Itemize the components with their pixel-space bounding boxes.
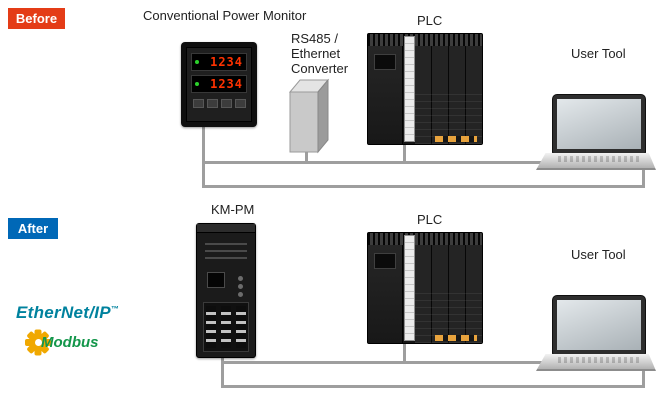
cable-segment xyxy=(305,148,308,164)
converter-label-line: RS485 / xyxy=(291,31,338,46)
plc-connector-tabs xyxy=(435,335,477,341)
monitor-display-top: 1234 xyxy=(191,53,247,71)
plc-label-stripe xyxy=(404,36,415,142)
monitor-led-icon xyxy=(195,60,199,64)
plc-cpu-unit xyxy=(368,46,403,144)
trademark-symbol: ™ xyxy=(110,304,120,314)
laptop-screen xyxy=(552,295,646,355)
plc-device-after xyxy=(367,232,483,344)
monitor-display-bottom: 1234 xyxy=(191,75,247,93)
laptop-device-after xyxy=(536,295,656,371)
after-badge: After xyxy=(8,218,58,239)
user-tool-label-after: User Tool xyxy=(571,247,626,262)
converter-label-line: Ethernet xyxy=(291,46,341,61)
laptop-keyboard-base xyxy=(536,153,656,170)
cable-segment xyxy=(403,140,406,164)
plc-label-stripe xyxy=(404,235,415,341)
before-badge: Before xyxy=(8,8,65,29)
cable-segment xyxy=(221,354,224,388)
user-tool-label-before: User Tool xyxy=(571,46,626,61)
plc-io-modules xyxy=(415,245,482,343)
laptop-display-panel xyxy=(557,99,641,149)
cable-segment xyxy=(403,340,406,364)
monitor-digits-bottom: 1234 xyxy=(210,77,243,91)
power-monitor-face: 1234 1234 xyxy=(186,47,252,122)
monitor-led-icon xyxy=(195,82,199,86)
ethernet-ip-logo: EtherNet/IP™ xyxy=(16,303,119,323)
plc-vent-fins xyxy=(368,233,482,245)
plc-vent-fins xyxy=(368,34,482,46)
plc-device-before xyxy=(367,33,483,145)
cable-segment xyxy=(202,161,558,164)
cable-segment xyxy=(202,185,645,188)
converter-device xyxy=(288,78,330,154)
monitor-digits-top: 1234 xyxy=(210,55,243,69)
kmpm-label-area xyxy=(205,238,247,262)
laptop-screen xyxy=(552,94,646,154)
ethernet-ip-text: EtherNet/IP xyxy=(16,303,111,322)
cable-segment xyxy=(202,126,205,188)
plc-connector-tabs xyxy=(435,136,477,142)
power-monitor-device: 1234 1234 xyxy=(181,42,257,127)
converter-label: RS485 / Ethernet Converter xyxy=(291,31,348,76)
modbus-logo: Modbus xyxy=(25,328,146,358)
monitor-buttons xyxy=(191,99,247,108)
plc-io-modules xyxy=(415,46,482,144)
modbus-gear-icon xyxy=(25,329,51,355)
laptop-keyboard-base xyxy=(536,354,656,371)
kmpm-terminal-block xyxy=(203,302,249,352)
laptop-device-before xyxy=(536,94,656,170)
ethernet-port-icon xyxy=(207,272,225,288)
plc-cpu-unit xyxy=(368,245,403,343)
plc-label-before: PLC xyxy=(417,13,443,28)
converter-label-line: Converter xyxy=(291,61,349,76)
kmpm-status-leds xyxy=(238,276,243,281)
cable-segment xyxy=(221,361,558,364)
kmpm-device xyxy=(196,223,256,358)
kmpm-label: KM-PM xyxy=(211,202,255,217)
kmpm-top-cap xyxy=(197,224,255,233)
cable-segment xyxy=(221,385,645,388)
plc-label-after: PLC xyxy=(417,212,443,227)
laptop-display-panel xyxy=(557,300,641,350)
modbus-text: Modbus xyxy=(41,334,99,351)
monitor-label: Conventional Power Monitor xyxy=(143,8,307,23)
